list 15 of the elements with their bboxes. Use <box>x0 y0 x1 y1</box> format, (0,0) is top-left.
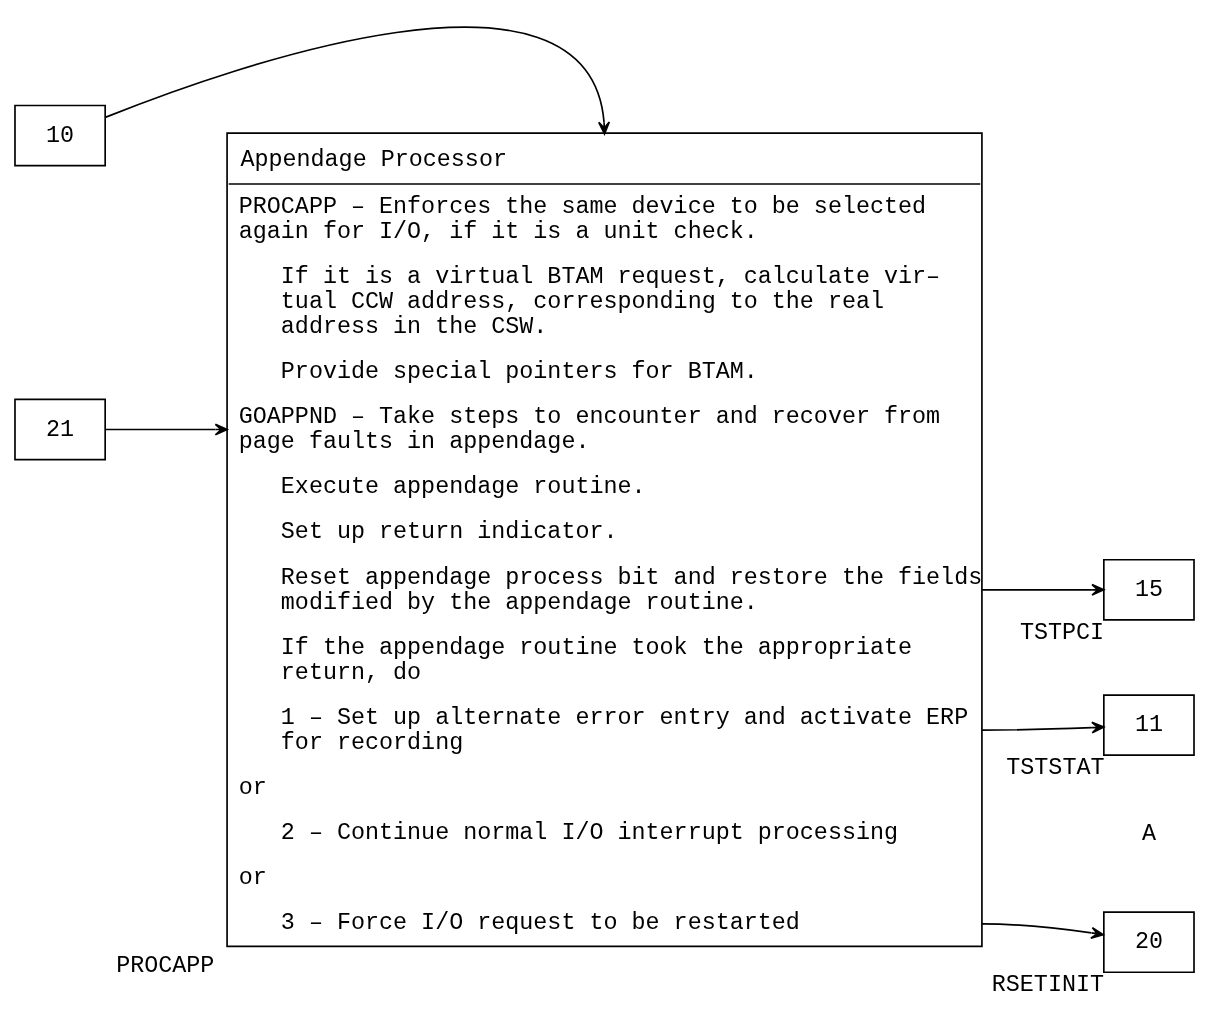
node-label: TSTSTAT <box>1006 754 1105 781</box>
node-label: PROCAPP <box>116 952 215 979</box>
arrow <box>104 26 611 135</box>
arrow <box>981 583 1105 596</box>
arrow <box>104 422 228 436</box>
node-box: 20 <box>1103 910 1195 973</box>
node-label: RSETINIT <box>991 971 1104 998</box>
node-box: 21 <box>14 398 106 460</box>
label: A <box>1141 820 1156 847</box>
node-box: 11 <box>1103 693 1195 756</box>
node-box: 15 <box>1103 558 1195 621</box>
arrow <box>981 721 1105 734</box>
node-label: TSTPCI <box>1020 619 1105 646</box>
node-box: 10 <box>14 104 106 166</box>
arrow <box>981 922 1105 939</box>
